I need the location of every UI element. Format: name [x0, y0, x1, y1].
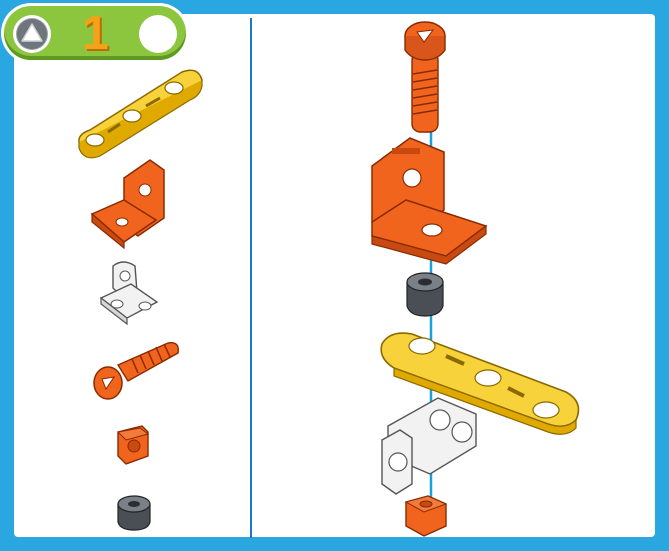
- yellow-strip-part: [79, 70, 202, 158]
- assembly-screw: [405, 22, 445, 132]
- assembly-angle-bracket: [372, 138, 486, 264]
- white-bracket-part: [101, 262, 157, 324]
- assembly-white-bracket: [382, 398, 476, 494]
- gray-spacer-part: [118, 496, 150, 530]
- assembly-square-nut: [406, 496, 446, 536]
- orange-screw-part: [94, 343, 178, 399]
- orange-bracket-part: [92, 160, 164, 248]
- square-nut-part: [118, 426, 148, 464]
- assembly-spacer: [407, 273, 443, 316]
